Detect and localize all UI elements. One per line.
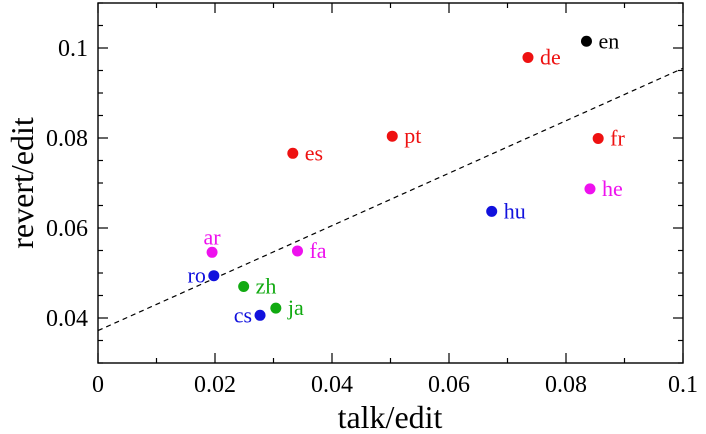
data-point-de xyxy=(522,51,534,63)
point-label-cs: cs xyxy=(234,302,252,327)
point-label-he: he xyxy=(602,176,623,201)
y-tick-label: 0.06 xyxy=(46,216,88,242)
y-axis-label: revert/edit xyxy=(4,117,40,249)
x-tick-label: 0.04 xyxy=(311,372,353,398)
data-point-zh xyxy=(238,281,250,292)
y-tick-label: 0.08 xyxy=(46,126,88,152)
data-point-es xyxy=(287,147,299,159)
data-point-cs xyxy=(254,309,266,321)
point-label-pt: pt xyxy=(404,123,421,148)
data-point-hu xyxy=(486,205,498,217)
plot-frame xyxy=(97,2,684,364)
data-point-fr xyxy=(592,132,604,144)
point-label-fr: fr xyxy=(610,125,625,150)
x-tick-label: 0.06 xyxy=(428,372,470,398)
x-tick-label: 0 xyxy=(92,372,104,398)
y-tick-label: 0.1 xyxy=(58,36,88,62)
point-label-zh: zh xyxy=(256,274,277,299)
axis-ticks xyxy=(97,2,684,364)
data-point-fa xyxy=(291,245,303,257)
point-label-es: es xyxy=(305,140,323,165)
x-tick-label: 0.08 xyxy=(545,372,587,398)
data-point-ro xyxy=(208,270,220,282)
point-label-ja: ja xyxy=(287,295,304,320)
point-label-de: de xyxy=(540,44,561,69)
fit-line-group xyxy=(97,67,684,332)
point-label-hu: hu xyxy=(504,198,526,223)
fit-line xyxy=(97,67,684,332)
y-tick-label: 0.04 xyxy=(46,306,88,332)
point-label-ro: ro xyxy=(188,263,206,288)
point-label-fa: fa xyxy=(309,238,326,263)
data-point-he xyxy=(584,183,596,195)
data-point-pt xyxy=(386,130,398,142)
data-point-ar xyxy=(206,246,218,258)
point-label-ar: ar xyxy=(204,224,222,249)
tick-labels: 0 0.02 0.04 0.06 0.08 0.1 0.04 0.06 0.08 0.1 xyxy=(46,36,698,398)
point-label-en: en xyxy=(598,28,619,53)
data-point-en xyxy=(580,35,592,47)
x-tick-label: 0.1 xyxy=(668,372,698,398)
data-point-ja xyxy=(270,302,282,314)
x-tick-label: 0.02 xyxy=(194,372,236,398)
x-axis-label: talk/edit xyxy=(338,399,443,434)
